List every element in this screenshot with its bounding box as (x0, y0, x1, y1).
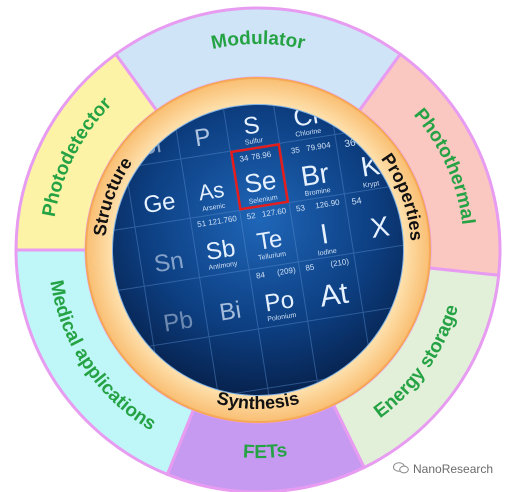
element-as-name: Arsenic (202, 203, 227, 214)
element-te-name: Tellurium (258, 251, 287, 262)
element-s: S (241, 111, 261, 140)
element-i-name: Iodine (317, 248, 337, 258)
element-br-mass: 79.904 (306, 140, 332, 153)
element-po-number: 84 (255, 270, 266, 280)
element-bi: Bi (218, 297, 243, 327)
element-ge: Ge (142, 187, 178, 219)
element-br-number: 35 (290, 145, 301, 155)
element-p: P (193, 123, 213, 152)
label-fets: FETs (242, 440, 288, 463)
element-cl-name: Chlorine (295, 128, 322, 139)
element-as: As (197, 177, 226, 206)
element-i-mass: 126.90 (315, 198, 341, 211)
element-pb: Pb (162, 306, 195, 337)
element-at: At (317, 277, 351, 314)
periodic-table-image: Si P S Sulfur Cl Chlorine Ge As Arsenic … (113, 105, 403, 395)
element-se: Se (242, 164, 278, 199)
element-po: Po (263, 286, 296, 317)
element-sb-name: Antimony (208, 260, 238, 272)
element-se-number: 34 (239, 153, 250, 163)
element-te: Te (255, 225, 284, 256)
element-i-number: 53 (295, 203, 306, 213)
element-te-number: 52 (246, 211, 257, 221)
element-s-name: Sulfur (244, 137, 264, 147)
element-br-name: Bromine (304, 187, 331, 198)
wechat-icon (393, 462, 409, 474)
element-sb: Sb (204, 235, 237, 266)
element-se-name: Selenium (248, 194, 278, 206)
element-xe-number: 54 (351, 195, 362, 206)
selenium-highlight-box (229, 143, 290, 211)
watermark-text: NanoResearch (413, 462, 494, 476)
element-xe: X (368, 210, 392, 244)
watermark: NanoResearch (393, 461, 493, 476)
element-sb-number: 51 (197, 219, 208, 229)
element-se-mass: 78.96 (251, 150, 273, 162)
element-at-mass: (210) (330, 257, 350, 269)
element-kr-name: Krypt (363, 180, 380, 189)
element-te-mass: 127.60 (261, 206, 287, 219)
element-sn: Sn (152, 247, 185, 278)
element-at-number: 85 (305, 262, 316, 272)
element-po-name: Polonium (267, 312, 297, 324)
element-po-mass: (209) (276, 265, 296, 277)
element-br: Br (299, 157, 332, 192)
